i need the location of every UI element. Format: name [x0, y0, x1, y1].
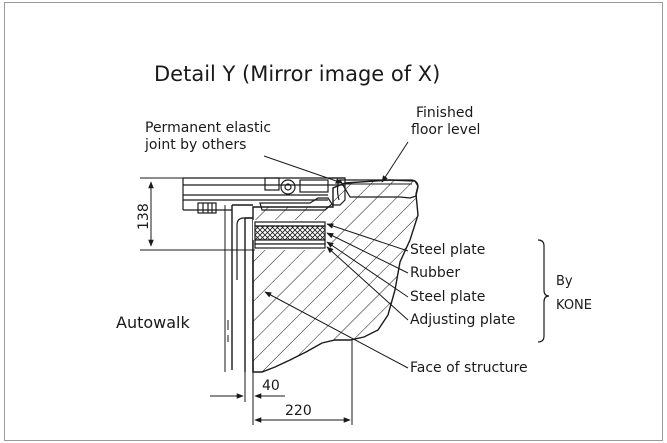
steel-plate-top-shape: [254, 221, 326, 227]
steel-plate-bottom-shape: [254, 239, 326, 245]
label-permanent-joint-1: Permanent elastic: [145, 120, 272, 136]
label-steel-plate-top: Steel plate: [410, 242, 486, 258]
floor-cover-plate: [338, 179, 419, 199]
dimension-height: [140, 177, 255, 251]
label-finished-floor-2: floor level: [411, 122, 481, 138]
leader-lines: [263, 141, 409, 369]
dimension-width: [254, 340, 353, 425]
drawing-title: Detail Y (Mirror image of X): [154, 62, 441, 86]
label-rubber: Rubber: [410, 265, 461, 281]
dimension-width-label: 220: [285, 403, 312, 419]
label-steel-plate-bottom: Steel plate: [410, 289, 486, 305]
adjusting-plate-shape: [254, 243, 326, 249]
label-by-kone-2: KONE: [556, 298, 592, 313]
label-face-of-structure: Face of structure: [410, 360, 528, 376]
label-autowalk: Autowalk: [116, 313, 190, 332]
label-finished-floor-1: Finished: [416, 105, 474, 121]
dimension-height-label: 138: [136, 203, 152, 230]
dimension-offset-label: 40: [262, 378, 280, 394]
label-adjusting-plate: Adjusting plate: [410, 312, 516, 328]
autowalk-top-structure: [182, 177, 346, 214]
dimension-offset: [210, 372, 285, 425]
by-kone-brace: [537, 239, 550, 343]
label-permanent-joint-2: joint by others: [145, 137, 247, 153]
drawing-frame: [4, 2, 663, 441]
label-by-kone-1: By: [556, 274, 573, 289]
rubber-shape: [254, 225, 326, 241]
autowalk-truss: [231, 204, 253, 372]
concrete-structure: [252, 179, 419, 373]
